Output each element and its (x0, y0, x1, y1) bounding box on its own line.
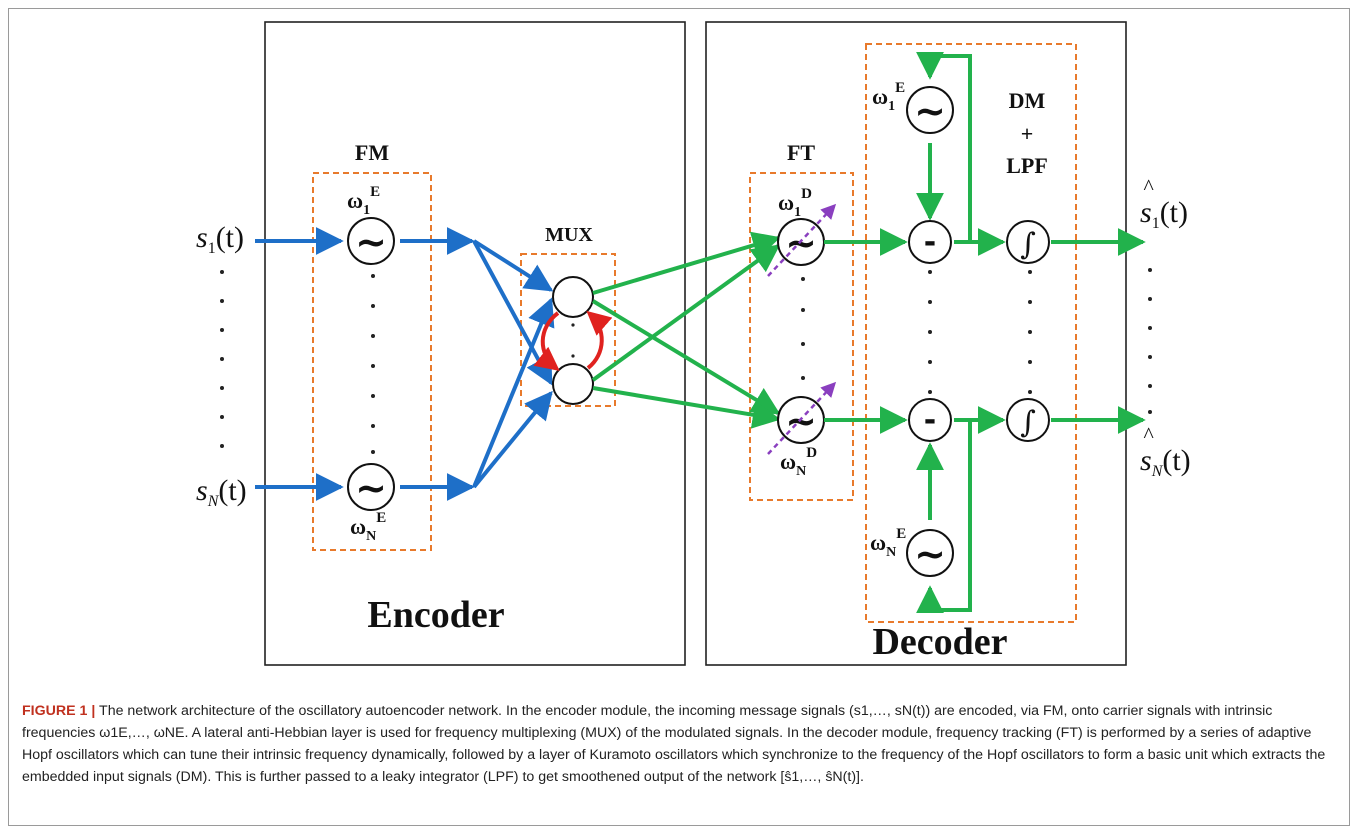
svg-text:~: ~ (914, 89, 946, 133)
mux-to-ft-arrows (591, 231, 781, 429)
svg-text:sN(t): sN(t) (196, 474, 247, 510)
omega-N-D-label: ωND (780, 445, 817, 479)
kuramoto-oscillator-N: ~ (906, 529, 954, 577)
output-s1-label: ^ s1(t) (1140, 174, 1188, 232)
svg-text:ω1D: ω1D (778, 186, 812, 220)
svg-text:ωNE: ωNE (350, 510, 386, 544)
svg-text:^: ^ (1143, 174, 1154, 199)
lpf-integrator-1: ∫ (1006, 220, 1050, 264)
ft-oscillator-1: ~ (767, 203, 837, 277)
svg-text:s1(t): s1(t) (1140, 196, 1188, 232)
omega-1-E-label: ω1E (347, 184, 380, 218)
dm-dots (928, 270, 932, 394)
plus-label: + (1021, 121, 1034, 146)
encoder-box (264, 21, 686, 666)
fm-dots (371, 274, 375, 454)
svg-text:-: - (924, 403, 936, 438)
mux-node-1 (552, 276, 594, 318)
output-sN-label: ^ sN(t) (1140, 422, 1191, 480)
encoder-blue-arrows (255, 227, 555, 501)
omega-N-E-decoder-label: ωNE (870, 526, 906, 560)
svg-text:∫: ∫ (1020, 405, 1036, 440)
lpf-dots (1028, 270, 1032, 394)
mux-dots (571, 323, 575, 358)
mux-node-2 (552, 363, 594, 405)
ft-group-box (749, 172, 854, 501)
svg-text:-: - (924, 225, 936, 260)
fm-oscillator-1: ~ (347, 217, 395, 265)
decoder-title: Decoder (872, 621, 1007, 663)
mux-label: MUX (545, 224, 593, 246)
lpf-label: LPF (1006, 153, 1048, 178)
ft-dots (801, 277, 805, 380)
output-dots (1148, 268, 1152, 414)
dm-node-N: - (908, 398, 952, 442)
svg-text:^: ^ (1143, 422, 1154, 447)
fm-label: FM (355, 140, 389, 165)
anti-hebbian-links (533, 310, 613, 371)
svg-text:∫: ∫ (1020, 227, 1036, 262)
caption-text: The network architecture of the oscillat… (22, 703, 1326, 785)
input-sN-label: sN(t) (196, 474, 247, 510)
fm-oscillator-N: ~ (347, 463, 395, 511)
svg-text:ωND: ωND (780, 445, 817, 479)
omega-N-E-label: ωNE (350, 510, 386, 544)
svg-text:~: ~ (355, 220, 387, 264)
svg-text:~: ~ (355, 466, 387, 510)
svg-text:ωNE: ωNE (870, 526, 906, 560)
architecture-diagram: FM MUX FT DM + LPF Encoder Decoder s1(t)… (196, 21, 1191, 666)
kuramoto-oscillator-1: ~ (906, 86, 954, 134)
decoder-green-arrows (824, 51, 1146, 614)
dm-node-1: - (908, 220, 952, 264)
ft-label: FT (787, 140, 815, 165)
ft-oscillator-N: ~ (767, 381, 837, 455)
omega-1-D-label: ω1D (778, 186, 812, 220)
svg-text:~: ~ (914, 532, 946, 576)
svg-text:sN(t): sN(t) (1140, 444, 1191, 480)
svg-text:ω1E: ω1E (347, 184, 380, 218)
encoder-title: Encoder (367, 594, 504, 636)
figure-caption: FIGURE 1 | The network architecture of t… (22, 700, 1340, 788)
figure-label: FIGURE 1 | (22, 703, 96, 719)
fm-group-box (312, 172, 432, 551)
decoder-box (705, 21, 1127, 666)
input-s1-label: s1(t) (196, 221, 244, 257)
svg-text:s1(t): s1(t) (196, 221, 244, 257)
dm-lpf-group-box (865, 43, 1077, 623)
dm-label: DM (1009, 88, 1046, 113)
omega-1-E-decoder-label: ω1E (872, 80, 905, 114)
svg-text:ω1E: ω1E (872, 80, 905, 114)
input-dots (220, 270, 224, 448)
lpf-integrator-N: ∫ (1006, 398, 1050, 442)
